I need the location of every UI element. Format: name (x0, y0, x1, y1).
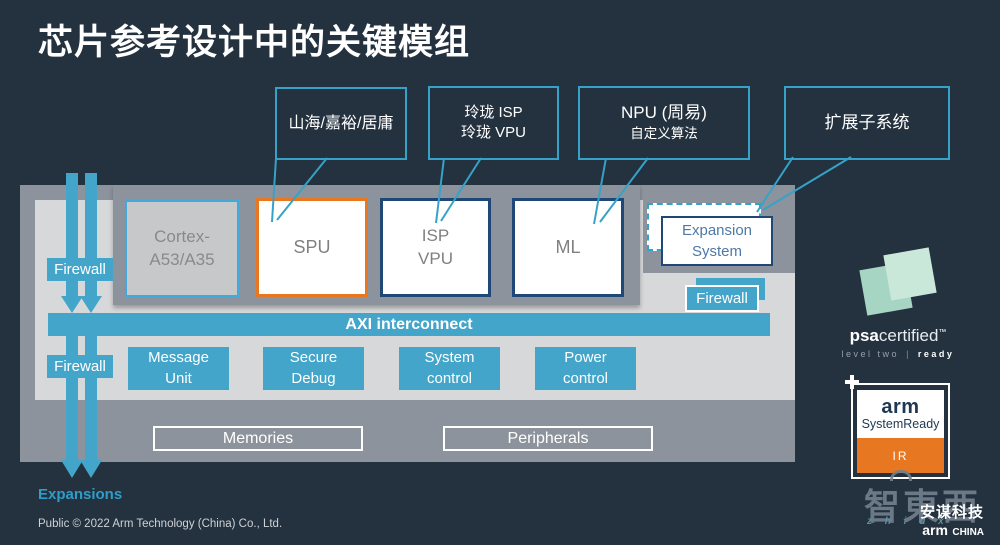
power-control-line2: control (562, 369, 609, 387)
psa-ready-text: ready (917, 349, 955, 359)
block-isp-vpu: ISP VPU (380, 198, 491, 297)
callout-ip-cores-label: 山海/嘉裕/居庸 (288, 114, 394, 132)
system-control-line2: control (426, 369, 473, 387)
callout-linlong-line2: 玲珑 VPU (460, 124, 526, 141)
block-ml: ML (512, 198, 624, 297)
peripherals-label: Peripherals (507, 429, 589, 447)
firewall-right-label: Firewall (685, 285, 759, 312)
block-spu-label: SPU (293, 236, 331, 257)
block-power-control: Power control (535, 347, 636, 390)
block-system-control: System control (399, 347, 500, 390)
systemready-badge: arm SystemReady IR (851, 383, 950, 479)
soc-container: Cortex- A53/A35 SPU ISP VPU ML Expansion… (20, 185, 795, 462)
callout-expansion: 扩展子系统 (784, 86, 950, 160)
block-memories: Memories (153, 426, 363, 451)
expansions-label: Expansions (38, 486, 123, 503)
system-control-line1: System (424, 349, 475, 367)
firewall-bottom-text: Firewall (54, 358, 106, 375)
systemready-tier-text: IR (892, 448, 909, 463)
block-isp-line1: ISP (421, 226, 450, 246)
psa-logo-icon-front (883, 247, 937, 301)
secure-debug-line2: Debug (291, 369, 336, 387)
message-unit-line2: Unit (165, 369, 192, 387)
psa-brand-rest: certified (878, 326, 939, 345)
systemready-badge-top: arm SystemReady (857, 390, 944, 438)
block-cortex: Cortex- A53/A35 (125, 200, 239, 297)
systemready-badge-tier: IR (857, 438, 944, 473)
block-peripherals: Peripherals (443, 426, 653, 451)
firewall-bottom-label: Firewall (47, 355, 113, 378)
arm-china-logo: 安谋科技 arm CHINA (920, 504, 985, 539)
arm-china-company: 安谋科技 (920, 504, 985, 521)
callout-linlong: 玲珑 ISP 玲珑 VPU (428, 86, 559, 160)
systemready-name: SystemReady (861, 417, 940, 432)
callout-ip-cores: 山海/嘉裕/居庸 (275, 87, 407, 160)
callout-npu-line1: NPU (周易) (621, 103, 707, 123)
page-title: 芯片参考设计中的关键模组 (38, 23, 471, 62)
block-cortex-line1: Cortex- (154, 227, 210, 247)
psa-separator: | (906, 349, 911, 359)
message-unit-line1: Message (148, 349, 209, 367)
zhidx-watermark: 智東西 (864, 486, 982, 527)
callout-npu-line2: 自定义算法 (630, 126, 698, 142)
block-expansion-line1: Expansion (681, 222, 753, 239)
axi-label: AXI interconnect (345, 315, 473, 333)
callout-expansion-label: 扩展子系统 (824, 112, 910, 132)
callout-linlong-line1: 玲珑 ISP (464, 103, 523, 121)
block-cortex-line2: A53/A35 (149, 249, 215, 269)
block-expansion-line2: System (691, 243, 742, 260)
plus-icon (845, 375, 859, 389)
psa-certified-wordmark: psacertified™ (838, 326, 958, 346)
axi-interconnect-bar: AXI interconnect (48, 313, 770, 336)
firewall-top-text: Firewall (54, 261, 106, 278)
block-expansion-system: Expansion System (661, 216, 773, 266)
block-ml-label: ML (555, 236, 581, 257)
memories-label: Memories (222, 429, 294, 447)
block-spu: SPU (256, 198, 368, 297)
psa-tm: ™ (938, 327, 947, 337)
power-control-line1: Power (564, 349, 607, 367)
copyright-footer: Public © 2022 Arm Technology (China) Co.… (38, 518, 283, 530)
zhidx-antenna-icon (890, 470, 912, 481)
callout-npu: NPU (周易) 自定义算法 (578, 86, 750, 160)
firewall-right-text: Firewall (696, 290, 748, 307)
psa-level-line: level two | ready (838, 349, 958, 359)
psa-level-text: level two (841, 349, 900, 359)
arm-logo-text: arm (881, 396, 920, 419)
firewall-top-label: Firewall (47, 258, 113, 281)
block-secure-debug: Secure Debug (263, 347, 364, 390)
secure-debug-line1: Secure (289, 349, 338, 367)
block-isp-line2: VPU (418, 248, 453, 268)
block-message-unit: Message Unit (128, 347, 229, 390)
zhidx-letters: z h i d x (867, 516, 949, 527)
arm-china-brand: arm (922, 521, 948, 538)
psa-brand-bold: psa (849, 326, 879, 345)
arm-china-region: CHINA (952, 526, 985, 538)
